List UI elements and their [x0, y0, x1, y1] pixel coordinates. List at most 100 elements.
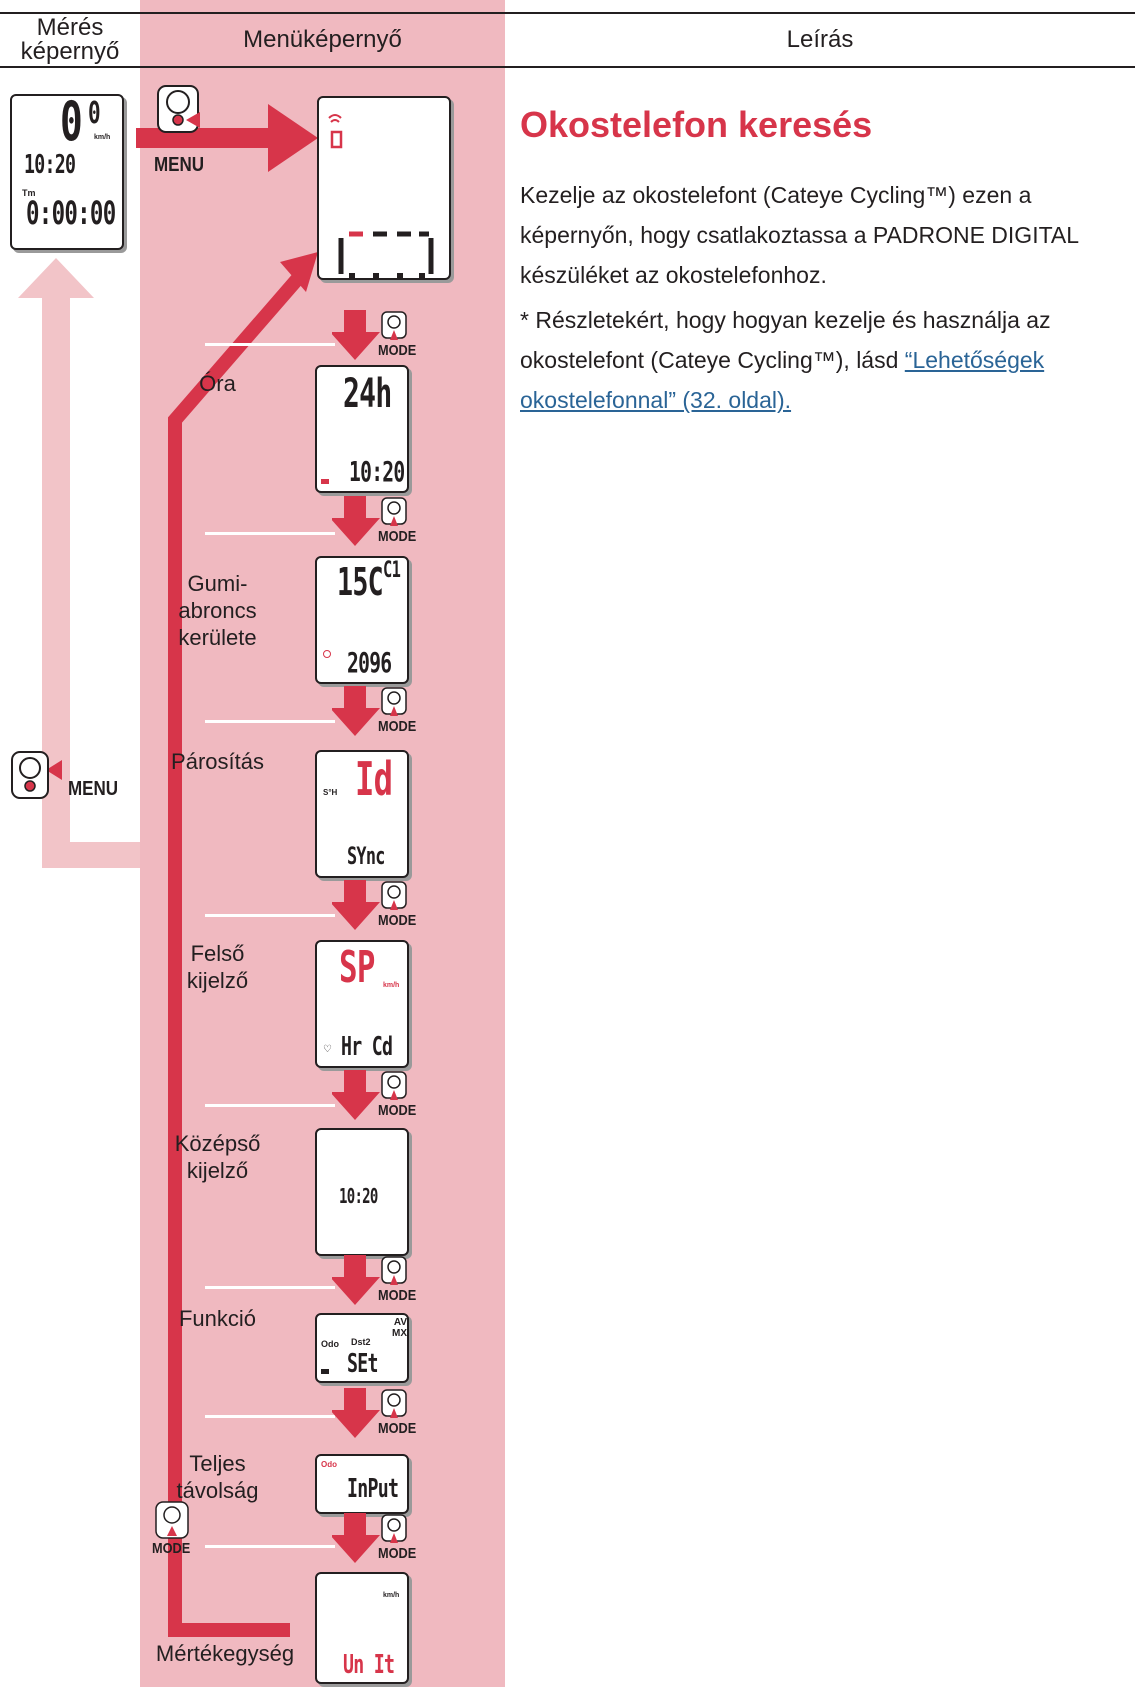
- menu-label-middle-display: Középső kijelző: [174, 1131, 261, 1183]
- device-icon: [381, 1256, 407, 1285]
- note-asterisk: *: [520, 307, 529, 333]
- mode-button[interactable]: MODE: [378, 1513, 418, 1563]
- mode-button[interactable]: MODE: [378, 1255, 418, 1305]
- lcd-tire-top-right: C1: [383, 558, 401, 583]
- menu-label-total-distance: Teljes távolság: [176, 1451, 259, 1503]
- lcd-upper-display: SP km/h ♡ Hr Cd: [315, 940, 409, 1068]
- menu-to-smartphone-arrow: [136, 104, 318, 172]
- menu-label-pairing: Párosítás: [171, 749, 264, 774]
- lcd-total-distance: Odo InPut: [315, 1454, 409, 1514]
- tm-label: Tm: [22, 188, 36, 198]
- speed-value: 0: [60, 94, 83, 153]
- menu-label-upper-display: Felső kijelző: [186, 941, 249, 993]
- separator: [205, 532, 335, 535]
- mode-button[interactable]: MODE: [378, 496, 418, 546]
- lcd-tire-top: 15C: [337, 560, 384, 604]
- lcd-tire-bottom: 2096: [347, 646, 392, 679]
- lcd-function-odo: Odo: [321, 1339, 339, 1349]
- battery-icon: [321, 1369, 329, 1374]
- down-arrow: [332, 310, 380, 360]
- clock-value: 10:20: [24, 150, 76, 180]
- menu-label-ora: Óra: [199, 371, 236, 396]
- device-icon: [11, 751, 49, 799]
- device-icon: [157, 85, 200, 133]
- lcd-pairing-top: Id: [355, 752, 393, 806]
- mode-button[interactable]: MODE: [378, 686, 418, 736]
- time-value: 0:00:00: [26, 194, 116, 232]
- lcd-upper-bottom: Hr Cd: [341, 1032, 393, 1062]
- mode-label: MODE: [378, 1420, 417, 1437]
- lcd-ora-bottom: 10:20: [349, 455, 405, 488]
- lcd-upper-top: SP: [339, 942, 375, 993]
- device-icon: [381, 1389, 407, 1418]
- note-text: Részletekért, hogy hogyan kezelje és has…: [520, 307, 1051, 373]
- mode-label: MODE: [378, 528, 417, 545]
- lcd-upper-unit: km/h: [383, 982, 400, 989]
- separator: [205, 343, 335, 346]
- wheel-icon: [323, 650, 331, 658]
- battery-icon: [321, 479, 329, 484]
- mode-button-return[interactable]: MODE: [152, 1500, 196, 1557]
- mode-button[interactable]: MODE: [378, 880, 418, 930]
- device-icon: [381, 311, 407, 340]
- lcd-unit-km: km/h: [383, 1592, 400, 1599]
- section-description: Kezelje az okostelefont (Cateye Cycling™…: [520, 182, 1079, 288]
- menu-label-function: Funkció: [178, 1306, 257, 1331]
- mode-label: MODE: [378, 342, 417, 359]
- lcd-tire: 15C C1 2096: [315, 556, 409, 684]
- device-icon: [381, 497, 407, 526]
- mode-label: MODE: [152, 1540, 191, 1557]
- header-description: Leírás: [786, 26, 854, 53]
- mode-label: MODE: [378, 1102, 417, 1119]
- menu-button-top[interactable]: [156, 84, 206, 136]
- separator: [205, 1286, 335, 1289]
- mode-button[interactable]: MODE: [378, 1070, 418, 1120]
- header-bottom-rule: [0, 66, 1135, 68]
- smartphone-icon: [328, 114, 434, 278]
- menu-label-tire: Gumi- abroncs kerülete: [178, 571, 257, 650]
- separator: [205, 1545, 335, 1548]
- separator: [205, 914, 335, 917]
- mode-label: MODE: [378, 718, 417, 735]
- smartphone-search-lcd: [317, 96, 451, 280]
- section-title: Okostelefon keresés: [520, 104, 873, 145]
- header-measurement-screen: Mérés képernyő: [20, 14, 120, 65]
- section-note: * Részletekért, hogy hogyan kezelje és h…: [520, 300, 1120, 420]
- mode-button[interactable]: MODE: [378, 1388, 418, 1438]
- down-arrow: [332, 496, 380, 546]
- down-arrow: [332, 1070, 380, 1120]
- lcd-ora-top: 24h: [343, 371, 392, 417]
- menu-button-left[interactable]: [10, 750, 60, 802]
- down-arrow: [332, 880, 380, 930]
- lcd-pairing: S°H Id SYnc: [315, 750, 409, 878]
- sensor-icon: S°H: [323, 788, 338, 797]
- down-arrow: [332, 686, 380, 736]
- measurement-screen-lcd: 0 0 km/h 10:20 Tm 0:00:00: [10, 94, 124, 250]
- lcd-total-odo: Odo: [321, 1460, 337, 1469]
- mode-button[interactable]: MODE: [378, 310, 418, 360]
- separator: [205, 1415, 335, 1418]
- mode-label: MODE: [378, 912, 417, 929]
- menu-label-left: MENU: [68, 778, 119, 800]
- header-menu-screen: Menüképernyő: [243, 26, 402, 53]
- lcd-unit-bottom: Un It: [343, 1650, 395, 1680]
- menu-label-top: MENU: [154, 154, 205, 176]
- device-icon: [381, 1514, 407, 1543]
- header-top-rule: [0, 12, 1135, 14]
- lcd-middle-clock: 10:20: [339, 1184, 378, 1208]
- lcd-function-dst: Dst2: [351, 1337, 371, 1347]
- lcd-unit: km/h Un It: [315, 1572, 409, 1684]
- lcd-function-bottom: SEt: [347, 1349, 378, 1379]
- lcd-middle-display: 10:20: [315, 1128, 409, 1256]
- down-arrow: [332, 1388, 380, 1438]
- heart-icon: ♡: [323, 1044, 332, 1055]
- down-arrow: [332, 1513, 380, 1563]
- page-reference-link[interactable]: “Lehetőségek okostelefonnal” (32. oldal)…: [520, 347, 1045, 413]
- device-icon: [381, 881, 407, 910]
- mode-label: MODE: [378, 1287, 417, 1304]
- speed-unit: km/h: [94, 134, 111, 141]
- lcd-pairing-bottom: SYnc: [347, 842, 385, 870]
- device-icon: [381, 687, 407, 716]
- device-icon: [155, 1501, 189, 1539]
